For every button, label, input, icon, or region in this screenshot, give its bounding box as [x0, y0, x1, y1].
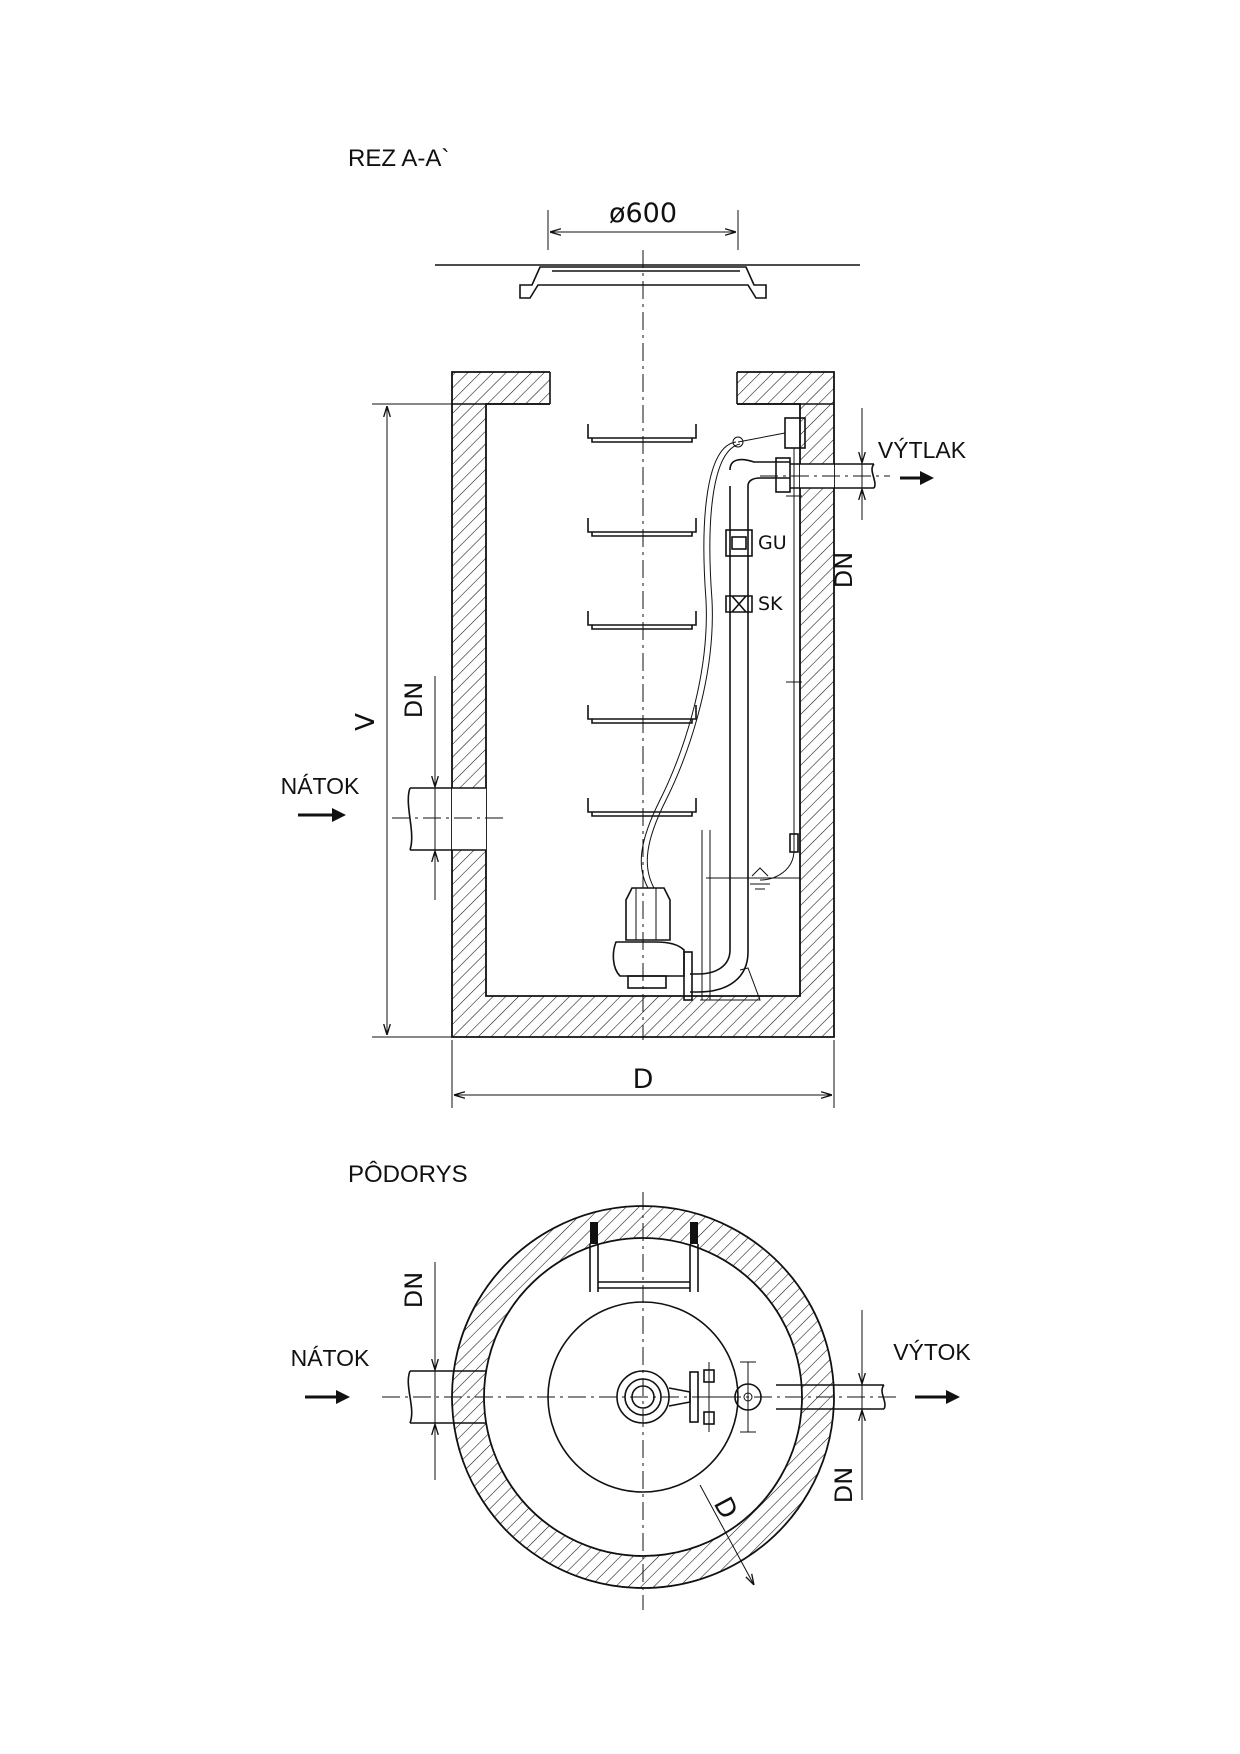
pump-volute — [612, 941, 685, 977]
ball-valve-gu-core — [731, 536, 747, 550]
plan-inlet-label: NÁTOK — [291, 1345, 370, 1371]
plan-title: PÔDORYS — [348, 1160, 468, 1188]
width-dimension: D — [451, 1040, 835, 1108]
ladder-rung-2 — [587, 518, 697, 537]
outlet-dn-label: DN — [830, 552, 858, 588]
outlet-label: VÝTLAK — [878, 437, 967, 463]
height-label: V — [351, 713, 381, 731]
ladder-rungs — [587, 424, 697, 817]
gate-valve-sk — [725, 595, 753, 613]
plan-outlet-pipe: DN VÝTOK — [776, 1310, 971, 1503]
plan-outlet-dn-label: DN — [830, 1467, 858, 1503]
height-dimension: V — [351, 403, 452, 1038]
inlet-pipe: DN NÁTOK — [281, 676, 508, 900]
roof-slab-outline — [452, 372, 834, 405]
plan-ladder — [589, 1222, 699, 1292]
pump-assembly: GU SK — [612, 417, 806, 1001]
plan-inlet-pipe: DN NÁTOK — [291, 1262, 486, 1480]
ladder-anchor-left — [590, 1222, 598, 1244]
ladder-anchor-right — [690, 1222, 698, 1244]
plan-pump-body — [616, 1370, 670, 1424]
inlet-dn-label: DN — [400, 682, 428, 718]
pump-base — [627, 975, 667, 989]
cover-diameter-label: ø600 — [609, 198, 677, 229]
plan-view: PÔDORYS DN NÁTOK — [291, 1160, 971, 1610]
plan-wall-ring — [451, 1205, 835, 1589]
float-switch — [789, 833, 799, 853]
cover-dimension: ø600 — [547, 198, 739, 250]
plan-inlet-dn-label: DN — [400, 1272, 428, 1308]
outlet-coupling — [775, 457, 791, 493]
plan-outlet-label: VÝTOK — [893, 1339, 971, 1365]
inlet-flow-arrowhead — [332, 808, 346, 822]
plan-pump — [616, 1361, 762, 1433]
ladder-rung-4 — [587, 705, 697, 724]
ladder-rung-3 — [587, 611, 697, 630]
pressure-pipe — [729, 458, 790, 930]
pump-motor — [625, 887, 671, 941]
ball-valve-gu — [725, 529, 753, 557]
inlet-label: NÁTOK — [281, 773, 360, 799]
power-cable — [640, 441, 737, 889]
fitting-gu-label: GU — [758, 532, 787, 554]
inlet-opening — [452, 788, 486, 850]
ladder-rung-1 — [587, 424, 697, 443]
section-view: REZ A-A` ø600 — [281, 145, 967, 1108]
water-level-symbol — [751, 867, 769, 877]
outlet-pipe: DN VÝTLAK — [760, 408, 967, 588]
plan-inner-diameter-label: D — [707, 1492, 743, 1524]
plan-inlet-flow-arrowhead — [336, 1390, 350, 1404]
float-switch-cable — [759, 448, 795, 881]
manhole-cover — [519, 266, 767, 299]
ladder-rung-5 — [587, 798, 697, 817]
pump-discharge-elbow — [690, 930, 749, 993]
plan-outlet-flow-arrowhead — [946, 1390, 960, 1404]
width-label: D — [633, 1064, 654, 1095]
fitting-sk-label: SK — [758, 593, 783, 615]
section-title: REZ A-A` — [348, 145, 449, 172]
outlet-flow-arrowhead — [920, 471, 934, 485]
